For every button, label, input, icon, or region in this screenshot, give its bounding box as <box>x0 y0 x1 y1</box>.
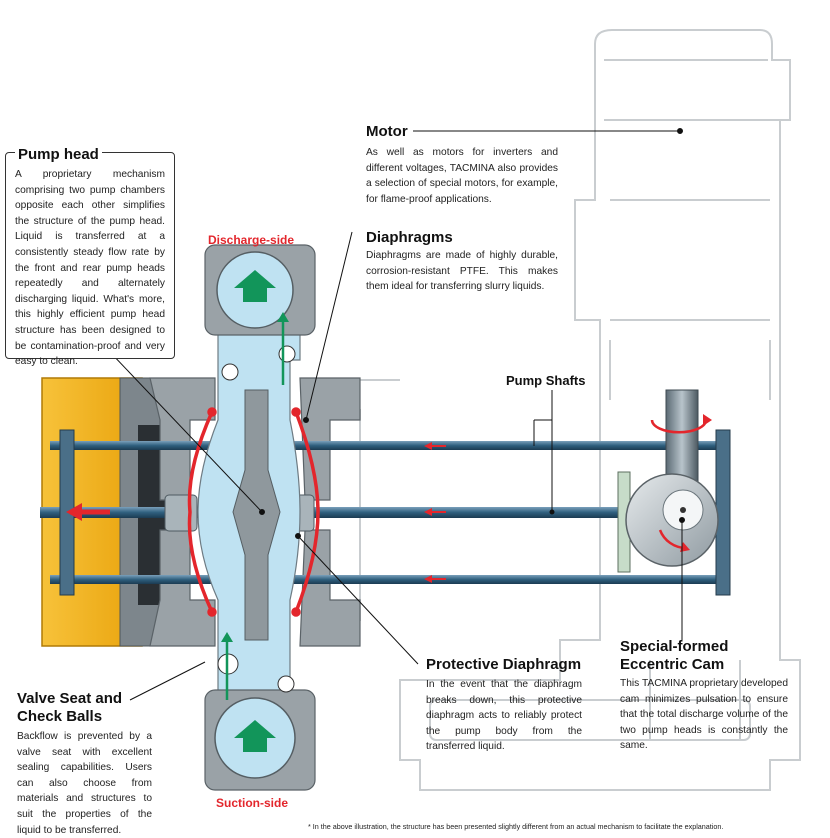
suction-side-label: Suction-side <box>216 796 289 810</box>
discharge-side-label: Discharge-side <box>208 233 295 247</box>
eccentric-cam <box>617 389 719 573</box>
liquid-chamber <box>197 244 316 791</box>
diaphragms-text: Diaphragms are made of highly durable, c… <box>366 250 558 293</box>
pump-shafts <box>40 429 731 596</box>
pump-head-title: Pump head <box>15 146 102 164</box>
eccentric-cam-text: This TACMINA proprietary developed cam m… <box>620 678 788 752</box>
motor-title: Motor <box>366 123 408 140</box>
valve-seat-title-1: Valve Seat and <box>17 690 123 707</box>
eccentric-cam-title-1: Special-formed <box>620 638 729 655</box>
protective-diaphragm-text: In the event that the diaphragm breaks d… <box>426 679 582 753</box>
eccentric-cam-title-2: Eccentric Cam <box>620 656 725 673</box>
valve-seat-title-2: Check Balls <box>17 708 103 725</box>
footnote: * In the above illustration, the structu… <box>308 822 724 831</box>
motor-text: As well as motors for inverters and diff… <box>366 147 558 205</box>
pump-head-callout <box>5 152 175 359</box>
valve-seat-text: Backflow is prevented by a valve seat wi… <box>17 731 152 836</box>
pump-head-text: A proprietary mechanism comprising two p… <box>15 169 165 368</box>
diaphragms-title: Diaphragms <box>366 229 453 246</box>
direction-arrows <box>66 442 446 583</box>
protective-diaphragm-title: Protective Diaphragm <box>426 656 582 673</box>
pump-shafts-title: Pump Shafts <box>506 373 586 388</box>
flow-arrows <box>221 270 289 752</box>
leader-lines <box>109 128 685 701</box>
